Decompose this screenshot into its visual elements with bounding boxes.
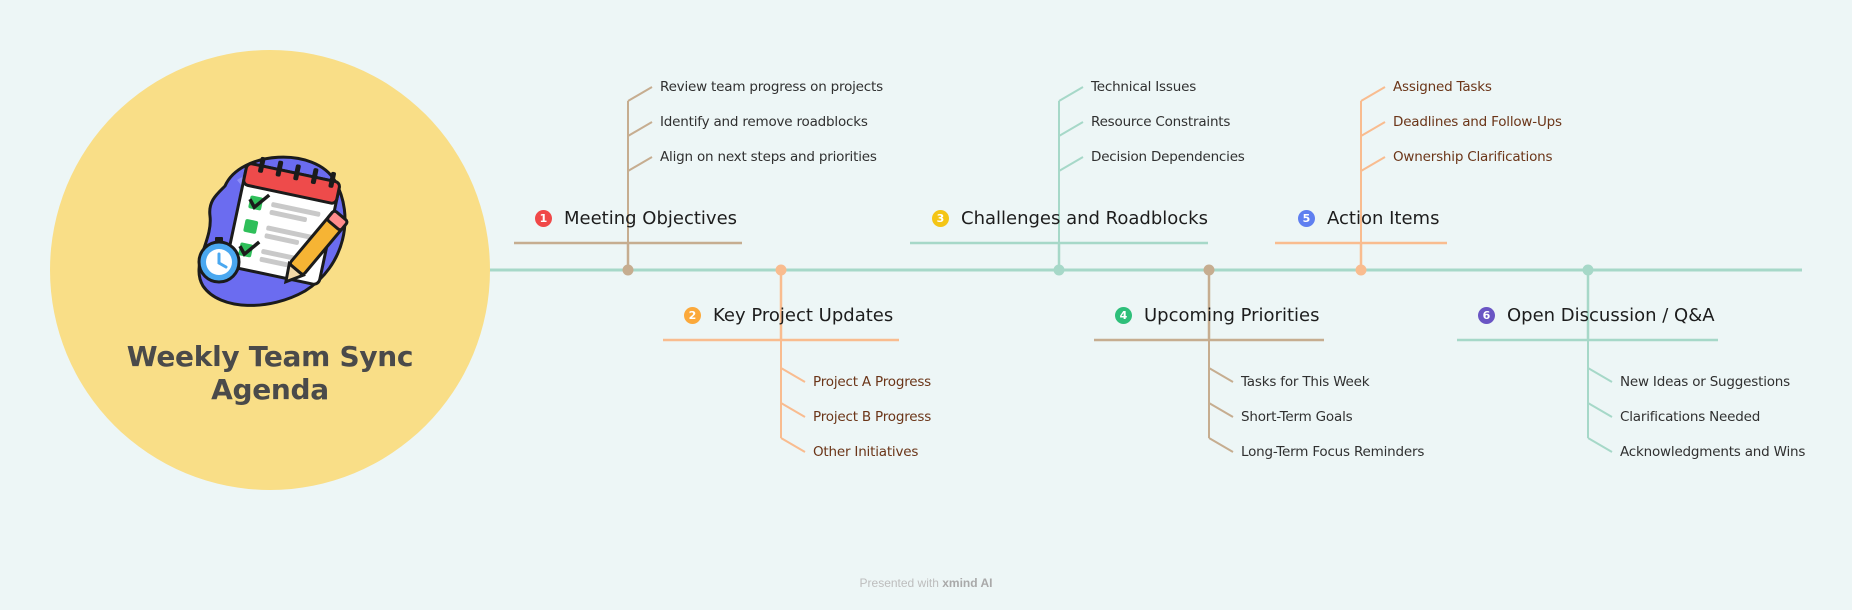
subtopic-branch <box>1208 437 1234 453</box>
timeline-node <box>1582 264 1594 276</box>
subtopic-item[interactable]: New Ideas or Suggestions <box>1620 374 1790 390</box>
timeline-node <box>775 264 787 276</box>
footer-prefix: Presented with <box>859 576 943 590</box>
subtopic-item[interactable]: Short-Term Goals <box>1241 409 1353 425</box>
topic-label: Key Project Updates <box>713 305 894 326</box>
subtopic-branch <box>1587 402 1613 418</box>
topic-label: Meeting Objectives <box>564 208 738 229</box>
subtopic-branch <box>780 367 806 383</box>
subtopic-item[interactable]: Acknowledgments and Wins <box>1620 444 1806 460</box>
topic-number-badge: 3 <box>932 210 949 227</box>
topic-label: Upcoming Priorities <box>1144 305 1320 326</box>
subtopic-branch <box>1360 86 1386 102</box>
subtopic-branch <box>1587 367 1613 383</box>
subtopic-item[interactable]: Ownership Clarifications <box>1393 149 1553 165</box>
topic-number-badge: 4 <box>1115 307 1132 324</box>
subtopic-item[interactable]: Assigned Tasks <box>1393 79 1492 95</box>
topic-number-badge: 6 <box>1478 307 1495 324</box>
central-topic-title: Weekly Team Sync Agenda <box>70 340 470 406</box>
timeline-node <box>1355 264 1367 276</box>
subtopic-item[interactable]: Decision Dependencies <box>1091 149 1245 165</box>
topic-open-discussion-qa[interactable]: 6 Open Discussion / Q&A <box>1478 305 1715 326</box>
topic-label: Challenges and Roadblocks <box>961 208 1208 229</box>
subtopic-item[interactable]: Project A Progress <box>813 374 932 390</box>
topic-meeting-objectives[interactable]: 1 Meeting Objectives <box>535 208 737 229</box>
topic-action-items[interactable]: 5 Action Items <box>1298 208 1439 229</box>
subtopic-branch <box>1360 121 1386 137</box>
timeline-node <box>1203 264 1215 276</box>
subtopic-item[interactable]: Deadlines and Follow-Ups <box>1393 114 1562 130</box>
subtopic-branch <box>1587 437 1613 453</box>
topic-label: Action Items <box>1327 208 1440 229</box>
subtopic-item[interactable]: Other Initiatives <box>813 444 919 460</box>
subtopic-item[interactable]: Resource Constraints <box>1091 114 1231 130</box>
central-topic-title-line-2: Agenda <box>211 373 329 406</box>
subtopic-branch <box>780 437 806 453</box>
topic-label: Open Discussion / Q&A <box>1507 305 1715 326</box>
subtopic-branch <box>1208 367 1234 383</box>
footer-credit: Presented with xmind AI <box>0 576 1852 590</box>
subtopic-branch <box>627 86 653 102</box>
subtopic-item[interactable]: Review team progress on projects <box>660 79 883 95</box>
subtopic-item[interactable]: Long-Term Focus Reminders <box>1241 444 1425 460</box>
subtopic-item[interactable]: Align on next steps and priorities <box>660 149 877 165</box>
subtopic-item[interactable]: Tasks for This Week <box>1241 374 1370 390</box>
topic-number-badge: 5 <box>1298 210 1315 227</box>
subtopic-branch <box>627 121 653 137</box>
topic-upcoming-priorities[interactable]: 4 Upcoming Priorities <box>1115 305 1319 326</box>
central-topic[interactable]: Weekly Team Sync Agenda <box>50 50 490 490</box>
subtopic-branch <box>1360 156 1386 172</box>
subtopic-item[interactable]: Clarifications Needed <box>1620 409 1761 425</box>
subtopic-branch <box>1058 86 1084 102</box>
timeline-node <box>1053 264 1065 276</box>
timeline-node <box>622 264 634 276</box>
subtopic-branch <box>780 402 806 418</box>
calendar-checklist-icon <box>197 155 349 307</box>
central-topic-title-line-1: Weekly Team Sync <box>126 340 414 373</box>
subtopic-branch <box>1058 121 1084 137</box>
topic-number-badge: 1 <box>535 210 552 227</box>
subtopic-branch <box>1058 156 1084 172</box>
topic-number-badge: 2 <box>684 307 701 324</box>
footer-brand: xmind AI <box>942 576 993 590</box>
topic-challenges-and-roadblocks[interactable]: 3 Challenges and Roadblocks <box>932 208 1208 229</box>
subtopic-item[interactable]: Project B Progress <box>813 409 932 425</box>
subtopic-branch <box>1208 402 1234 418</box>
subtopic-item[interactable]: Identify and remove roadblocks <box>660 114 868 130</box>
topic-key-project-updates[interactable]: 2 Key Project Updates <box>684 305 893 326</box>
subtopic-branch <box>627 156 653 172</box>
subtopic-item[interactable]: Technical Issues <box>1091 79 1197 95</box>
